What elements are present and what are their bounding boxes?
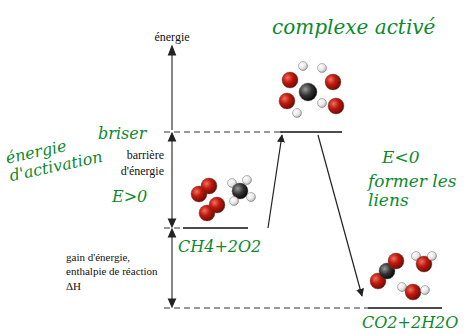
energy-axis [169,46,176,307]
state-label: CH4+2O2 [178,238,261,256]
energy-level [183,132,442,308]
axis-label: gain d'énergie, enthalpie de réaction ΔH [66,250,166,293]
product-molecules [370,252,437,301]
handwritten-note: briser [98,125,158,143]
dashed-level [164,132,368,308]
state-label: complexe activé [272,16,435,38]
reaction-arrow [318,135,362,296]
handwritten-note: E<0 [382,148,442,167]
reactant-molecules [191,176,256,222]
energy-state: CH4+2O2 [178,188,268,256]
axis-label: barrière d'énergie [100,148,164,179]
complex-molecules [279,62,344,118]
handwritten-note: E>0 [112,188,162,206]
axis-label: énergie [146,30,198,46]
reaction-arrow [268,135,282,228]
state-label: CO2+2H2O [362,314,458,332]
energy-state: CO2+2H2O [362,250,465,332]
handwritten-note: énergie d'activation [4,133,93,185]
handwritten-note: former les liens [368,172,464,209]
energy-state: complexe activé [272,16,447,135]
